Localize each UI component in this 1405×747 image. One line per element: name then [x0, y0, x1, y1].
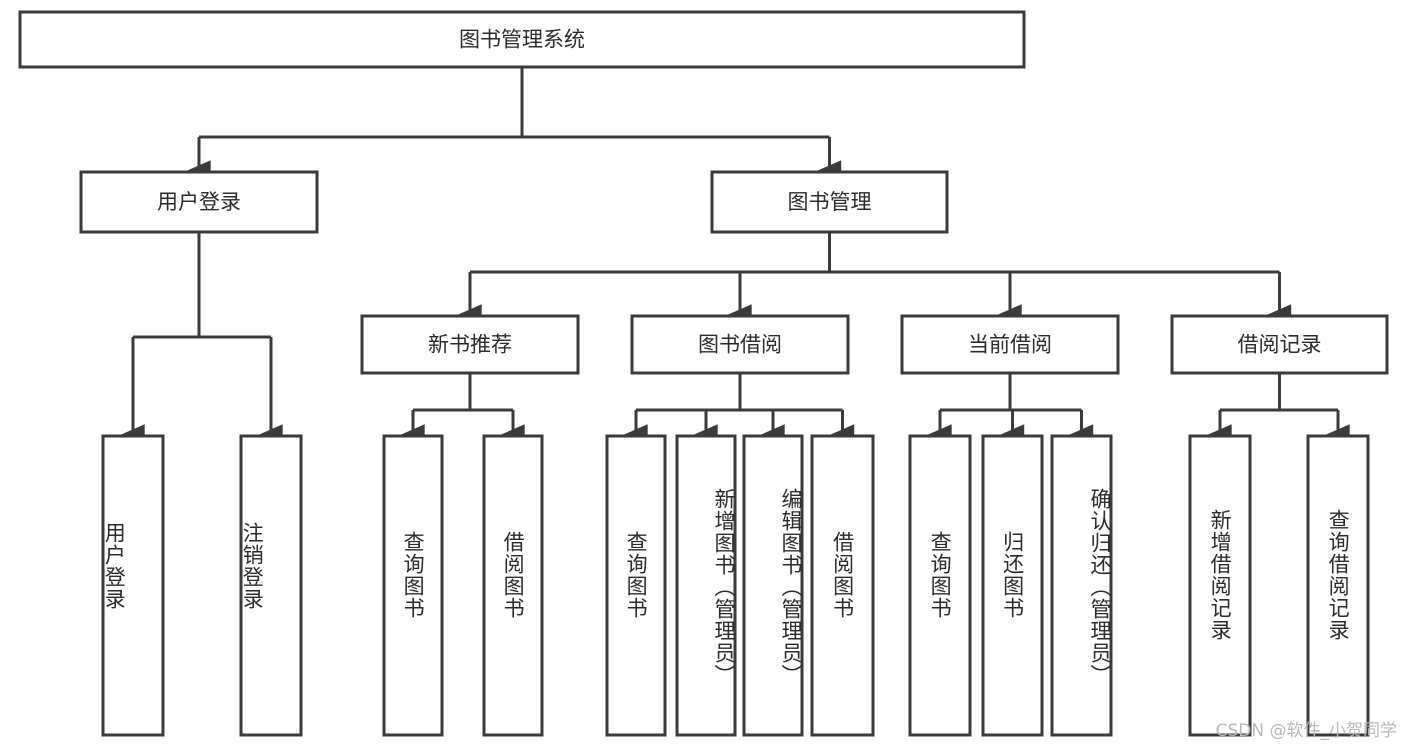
level3-node-2-label: 当前借阅	[968, 333, 1052, 357]
level3-node-1-label: 图书借阅	[698, 333, 782, 357]
level3-node-0-label: 新书推荐	[428, 333, 512, 357]
level3-node-0-box[interactable]	[360, 314, 580, 375]
level3-node-3-label: 借阅记录	[1238, 333, 1322, 357]
leaf-node-9-box[interactable]	[981, 434, 1044, 737]
leaf-node-12-box[interactable]	[1306, 434, 1370, 737]
level3-node-3-box[interactable]	[1170, 314, 1389, 375]
leaf-node-8-box[interactable]	[908, 434, 972, 737]
level2-node-0-label: 用户登录	[157, 190, 241, 214]
level2-node-0-box[interactable]	[79, 170, 319, 234]
leaf-node-4-box[interactable]	[605, 434, 667, 737]
leaf-node-11-box[interactable]	[1188, 434, 1252, 737]
leaf-node-2-box[interactable]	[382, 434, 444, 737]
level2-node-1-label: 图书管理	[788, 190, 872, 214]
leaf-node-7-box[interactable]	[810, 434, 875, 737]
leaf-node-5-box[interactable]	[675, 434, 737, 737]
leaf-node-10-box[interactable]	[1050, 434, 1113, 737]
leaf-node-3-box[interactable]	[482, 434, 544, 737]
leaf-node-1-box[interactable]	[239, 434, 303, 737]
level2-node-1-box[interactable]	[710, 170, 949, 234]
level3-node-2-box[interactable]	[900, 314, 1120, 375]
leaf-node-0-box[interactable]	[101, 434, 165, 737]
root-node-0-box[interactable]	[18, 10, 1026, 69]
connector-layer	[120, 67, 1350, 446]
leaf-node-6-box[interactable]	[742, 434, 804, 737]
level3-node-1-box[interactable]	[630, 314, 850, 375]
watermark-text: CSDN @软件_小贺同学	[1215, 721, 1397, 741]
root-node-0-label: 图书管理系统	[459, 28, 585, 52]
